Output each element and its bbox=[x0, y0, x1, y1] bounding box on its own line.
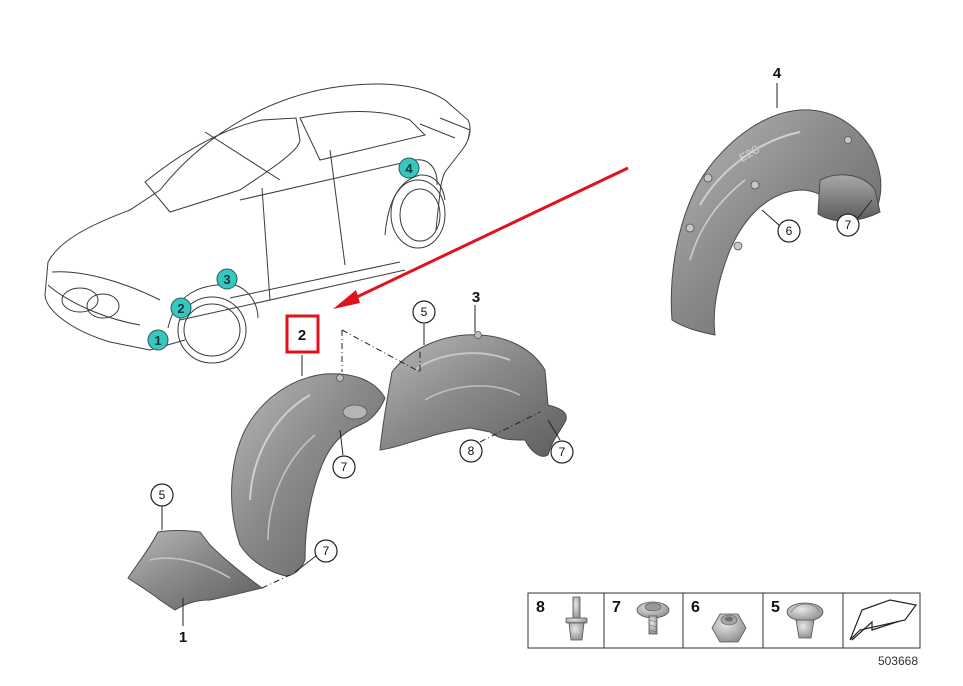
car-marker-1[interactable]: 1 bbox=[147, 329, 169, 351]
hex-nut-icon bbox=[711, 613, 747, 643]
svg-text:6: 6 bbox=[691, 599, 700, 616]
part-2-front-wheel-arch-liner[interactable] bbox=[231, 373, 386, 577]
callout-7-part2-upper[interactable]: 7 bbox=[332, 455, 356, 479]
svg-text:4: 4 bbox=[405, 161, 413, 176]
callout-5-lower[interactable]: 5 bbox=[150, 483, 174, 507]
svg-text:6: 6 bbox=[786, 224, 793, 238]
highlight-arrow bbox=[333, 166, 629, 309]
part-label-2: 2 bbox=[298, 327, 306, 344]
callout-7-part3[interactable]: 7 bbox=[550, 440, 574, 464]
svg-text:5: 5 bbox=[421, 305, 428, 319]
svg-text:7: 7 bbox=[341, 460, 348, 474]
svg-text:8: 8 bbox=[536, 599, 545, 616]
car-marker-4[interactable]: 4 bbox=[398, 157, 420, 179]
svg-text:7: 7 bbox=[845, 218, 852, 232]
svg-text:2: 2 bbox=[177, 301, 184, 316]
direction-arrow-icon bbox=[849, 599, 918, 641]
expanding-nut-icon bbox=[786, 602, 824, 639]
push-rivet-icon bbox=[565, 596, 588, 641]
callout-5-upper[interactable]: 5 bbox=[412, 300, 436, 324]
svg-text:7: 7 bbox=[612, 599, 621, 616]
car-marker-3[interactable]: 3 bbox=[216, 268, 238, 290]
part-label-4: 4 bbox=[773, 65, 782, 82]
callout-7-part2-lower[interactable]: 7 bbox=[314, 539, 338, 563]
legend-item-8[interactable]: 8 bbox=[536, 596, 588, 641]
svg-text:3: 3 bbox=[223, 272, 230, 287]
legend-item-6[interactable]: 6 bbox=[691, 599, 747, 643]
legend-item-7[interactable]: 7 bbox=[612, 599, 670, 635]
callout-8[interactable]: 8 bbox=[459, 439, 483, 463]
highlight-box bbox=[285, 314, 320, 354]
part-label-1: 1 bbox=[179, 629, 187, 646]
svg-text:8: 8 bbox=[468, 444, 475, 458]
legend-item-5[interactable]: 5 bbox=[771, 599, 824, 639]
svg-text:5: 5 bbox=[771, 599, 780, 616]
svg-text:7: 7 bbox=[323, 544, 330, 558]
reference-number: 503668 bbox=[878, 654, 918, 668]
fastener-legend: 8 7 6 bbox=[527, 592, 921, 649]
svg-text:1: 1 bbox=[154, 333, 161, 348]
svg-text:5: 5 bbox=[159, 488, 166, 502]
svg-text:7: 7 bbox=[559, 445, 566, 459]
part-1-lower-cover[interactable] bbox=[127, 530, 264, 611]
part-label-3: 3 bbox=[472, 289, 480, 306]
car-marker-2[interactable]: 2 bbox=[170, 297, 192, 319]
screw-icon bbox=[636, 601, 670, 635]
callout-7-part4[interactable]: 7 bbox=[836, 213, 860, 237]
car-outline bbox=[44, 83, 471, 364]
part-3-wheel-arch-cover[interactable] bbox=[379, 331, 567, 457]
callout-6[interactable]: 6 bbox=[777, 219, 801, 243]
